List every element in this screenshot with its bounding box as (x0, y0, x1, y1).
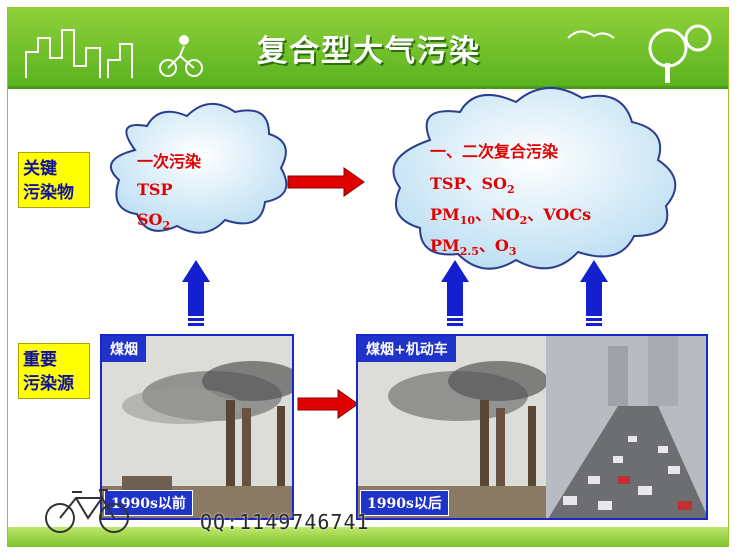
vocs-text: 、VOCs (527, 205, 592, 224)
major-sources-label: 重要 污染源 (18, 343, 90, 399)
major-sources-line1: 重要 (23, 350, 57, 370)
panel-coal-vehicles: 煤烟+机动车 1990s以后 (356, 334, 708, 520)
arrow-up-left-icon (182, 260, 210, 326)
smokestack-traffic-image (358, 336, 706, 518)
o3-base: 、O (478, 236, 509, 255)
cloud-left-so2: SO2 (137, 210, 170, 232)
watermark-text: QQ:1149746741 (200, 510, 370, 534)
cloud-right-shape (392, 86, 677, 270)
header-decoration (25, 24, 712, 83)
cyclist-icon (159, 35, 203, 77)
panel-right-date: 1990s以后 (360, 490, 449, 516)
cloud-right-line1: TSP、SO2 (430, 170, 515, 196)
key-pollutants-line1: 关键 (23, 159, 57, 179)
so2-sub: 2 (162, 219, 171, 233)
panel-right-tag: 煤烟+机动车 (358, 336, 456, 362)
cloud-right-title: 一、二次复合污染 (430, 142, 559, 161)
trees-icon (567, 24, 712, 83)
pm10-sub: 10 (459, 214, 476, 228)
no2-sub: 2 (519, 214, 528, 228)
arrow-up-mid-icon (441, 260, 469, 326)
cloud-left-tsp: TSP (137, 180, 173, 199)
skyline-icon (25, 29, 133, 78)
key-pollutants-line2: 污染物 (23, 183, 74, 203)
line1-base: TSP、SO (430, 174, 507, 193)
key-pollutants-label: 关键 污染物 (18, 152, 90, 208)
major-sources-line2: 污染源 (23, 374, 74, 394)
arrow-up-right-icon (580, 260, 608, 326)
panel-coal-smoke: 煤烟 1990s以前 (100, 334, 294, 520)
cloud-left-title: 一次污染 (137, 152, 202, 171)
cloud-left-shape (109, 103, 288, 234)
cloud-right-line3: PM2.5、O3 (430, 232, 517, 258)
line1-sub: 2 (507, 183, 515, 197)
banner-divider (8, 86, 728, 89)
cloud-right-line2: PM10、NO2、VOCs (430, 201, 591, 227)
bicycle-icon (45, 489, 129, 533)
header-banner (8, 8, 728, 88)
panel-left-date: 1990s以前 (104, 490, 193, 516)
page-title: 复合型大气污染 (257, 34, 481, 69)
pm10-base: PM (430, 205, 460, 224)
pm25-base: PM (430, 236, 460, 255)
arrow-right-bottom-icon (297, 389, 359, 419)
pm25-sub: 2.5 (459, 245, 479, 259)
so2-base: SO (137, 210, 163, 229)
o3-sub: 3 (508, 245, 517, 259)
panel-left-tag: 煤烟 (102, 336, 146, 362)
no2-base: 、NO (475, 205, 520, 224)
footer-grass (8, 527, 728, 547)
arrow-right-top-icon (287, 167, 365, 197)
